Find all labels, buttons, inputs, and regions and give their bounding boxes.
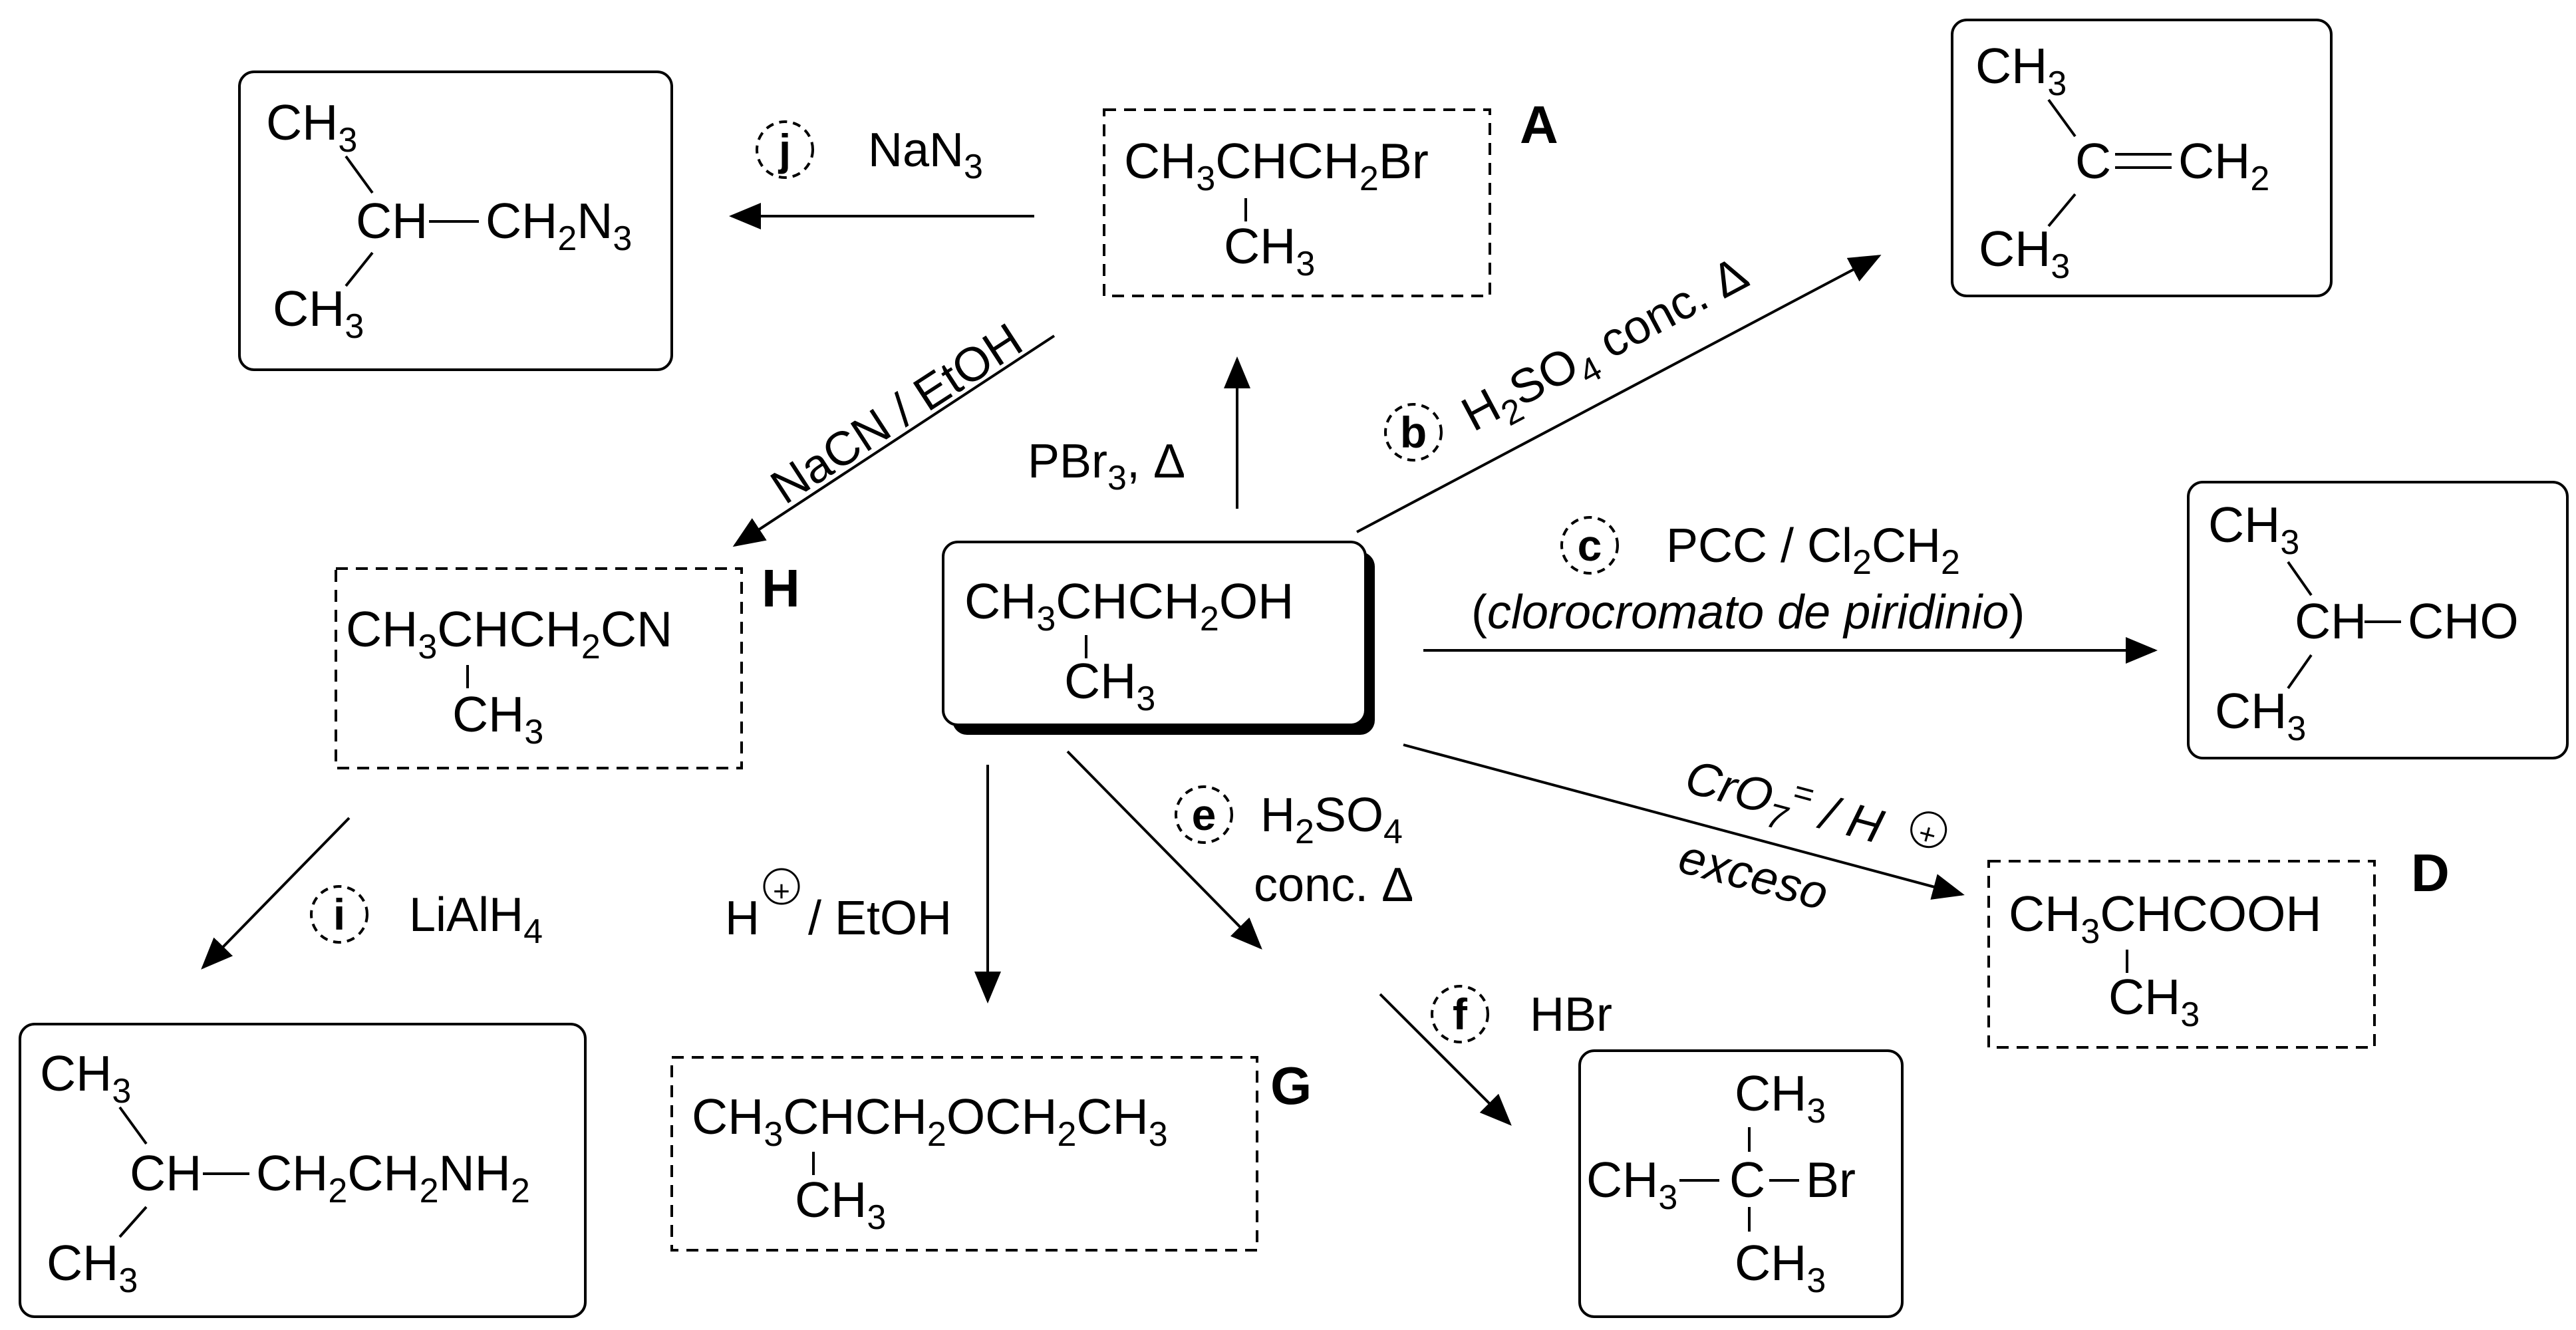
reagent-j: j NaN3 — [756, 120, 983, 186]
svg-text:CH3: CH3 — [452, 686, 543, 751]
reaction-arrows — [201, 203, 2158, 1126]
product-aldehyde: CH3 CH CHO CH3 — [2187, 481, 2569, 759]
product-tert-butyl-bromide: CH3 CH3 C Br CH3 — [1578, 1049, 1904, 1318]
svg-text:CH3CHCH2Br: CH3CHCH2Br — [1124, 133, 1429, 198]
reagent-c-note: clorocromato de piridinio — [1487, 586, 2009, 639]
reagent-f: f HBr — [1431, 985, 1612, 1043]
arrow-e — [1066, 750, 1262, 950]
step-letter-f: f — [1453, 990, 1468, 1039]
reagent-c: c PCC / Cl2CH2 (clorocromato de piridini… — [1471, 516, 2025, 639]
compound-g: CH3CHCH2OCH2CH3 CH3 G — [670, 1056, 1312, 1252]
svg-text:CH3CHCH2OCH2CH3: CH3CHCH2OCH2CH3 — [692, 1089, 1168, 1154]
step-letter-i: i — [333, 890, 345, 939]
reagent-pbr3: PBr3, Δ — [1028, 435, 1185, 497]
arrow-i — [201, 817, 351, 970]
svg-text:CH3: CH3 — [1975, 38, 2067, 103]
svg-text:PCC / Cl2CH2: PCC / Cl2CH2 — [1666, 519, 1960, 582]
svg-text:CH3: CH3 — [1586, 1152, 1677, 1217]
step-letter-e: e — [1192, 790, 1216, 839]
compound-d: CH3CHCOOH CH3 D — [1987, 843, 2450, 1049]
compound-h: CH3CHCH2CN CH3 H — [335, 559, 800, 769]
reagent-d-note: exceso — [1673, 830, 1834, 920]
reagent-g: H + / EtOH — [725, 868, 952, 945]
svg-text:Br: Br — [1806, 1152, 1856, 1208]
reagent-e: e H2SO4 conc. Δ — [1175, 785, 1413, 912]
starting-alcohol: CH3CHCH2OH CH3 — [942, 541, 1375, 735]
svg-text:CH3: CH3 — [273, 281, 364, 346]
svg-text:CH3: CH3 — [40, 1045, 131, 1111]
svg-text:CH2: CH2 — [2178, 133, 2269, 198]
svg-text:CH3: CH3 — [2108, 969, 2200, 1034]
reagent-e-cond: conc. Δ — [1254, 859, 1413, 912]
svg-text:(clorocromato de piridinio): (clorocromato de piridinio) — [1471, 586, 2025, 639]
compound-h-letter: H — [762, 559, 800, 618]
svg-text:CH3: CH3 — [266, 94, 357, 160]
reagent-i: i LiAlH4 — [310, 885, 543, 951]
svg-text:H: H — [725, 892, 760, 945]
arrow-f — [1379, 993, 1512, 1126]
compound-d-letter: D — [2411, 843, 2450, 902]
compound-a-letter: A — [1520, 95, 1558, 154]
product-alkene: CH3 C CH2 CH3 — [1951, 19, 2333, 297]
svg-text:+: + — [773, 875, 790, 908]
svg-text:CH: CH — [356, 193, 428, 249]
step-letter-j: j — [778, 125, 791, 174]
svg-text:C: C — [2075, 133, 2111, 189]
svg-text:CHO: CHO — [2408, 593, 2519, 649]
svg-text:CH3: CH3 — [1224, 218, 1315, 283]
reagent-f-text: HBr — [1530, 988, 1612, 1041]
svg-text:PBr3, Δ: PBr3, Δ — [1028, 435, 1185, 497]
svg-text:H2SO4 conc. Δ: H2SO4 conc. Δ — [1453, 247, 1761, 450]
svg-text:NaN3: NaN3 — [868, 124, 983, 186]
svg-text:CH3: CH3 — [2215, 683, 2306, 748]
svg-text:LiAlH4: LiAlH4 — [409, 888, 543, 951]
svg-text:CH3: CH3 — [1735, 1235, 1826, 1300]
reagent-nacn-text: NaCN / EtOH — [762, 313, 1032, 514]
svg-text:H2SO4: H2SO4 — [1260, 789, 1403, 851]
product-amine: CH3 CH CH2CH2NH2 CH3 — [19, 1023, 587, 1318]
compound-g-letter: G — [1270, 1056, 1312, 1115]
reagent-nacn: NaCN / EtOH — [762, 313, 1032, 514]
svg-text:C: C — [1729, 1152, 1765, 1208]
svg-text:CH: CH — [2295, 593, 2366, 649]
svg-text:CH3: CH3 — [2208, 497, 2299, 562]
svg-text:CH3CHCH2OH: CH3CHCH2OH — [964, 573, 1294, 638]
reagent-d: CrO7= / H + exceso — [1673, 744, 1947, 921]
arrow-d — [1403, 743, 1965, 900]
svg-text:CH3CHCOOH: CH3CHCOOH — [2009, 886, 2322, 951]
arrow-nacn — [732, 334, 1056, 547]
reagent-b: b H2SO4 conc. Δ — [1384, 247, 1761, 462]
svg-text:CH3: CH3 — [47, 1235, 138, 1300]
svg-text:CH3: CH3 — [1979, 221, 2070, 286]
svg-text:CH3CHCH2CN: CH3CHCH2CN — [346, 601, 672, 666]
svg-text:+: + — [1915, 817, 1940, 853]
svg-text:CH: CH — [130, 1145, 202, 1201]
svg-text:/ EtOH: / EtOH — [808, 892, 952, 945]
svg-text:CH3: CH3 — [1735, 1065, 1826, 1130]
svg-text:CH3: CH3 — [795, 1172, 886, 1237]
step-letter-c: c — [1578, 521, 1602, 570]
svg-text:CH2CH2NH2: CH2CH2NH2 — [256, 1145, 530, 1210]
product-azide: CH3 CH CH2N3 CH3 — [238, 70, 673, 371]
compound-a: CH3CHCH2Br CH3 A — [1103, 95, 1558, 297]
arrow-b — [1356, 255, 1882, 533]
step-letter-b: b — [1400, 408, 1427, 457]
svg-text:CH2N3: CH2N3 — [486, 193, 632, 258]
